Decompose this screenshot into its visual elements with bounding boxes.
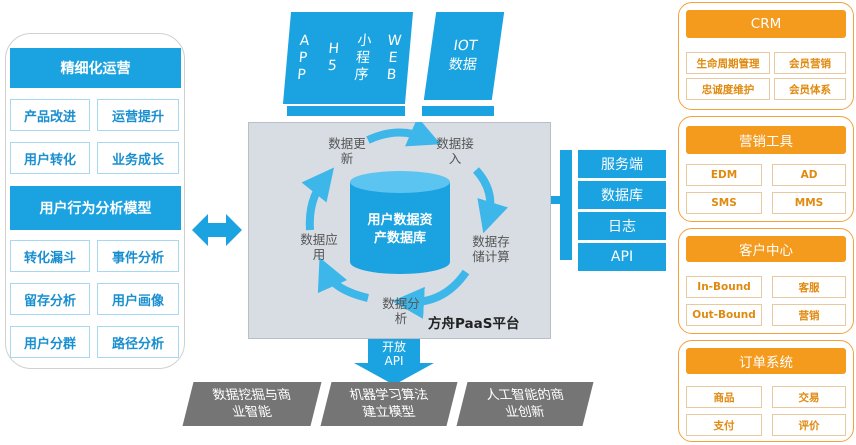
database-label: 用户数据资产数据库 (367, 213, 433, 246)
streams-connector-bar (560, 150, 572, 260)
cycle-storage-label: 数据存储计算 (472, 234, 510, 264)
database-cylinder-icon (350, 171, 450, 274)
conversion-funnel-box: 转化漏斗 (10, 240, 90, 272)
output-ai-innovation: 人工智能的商业创新 (456, 382, 594, 426)
cycle-update-label: 数据更新 (328, 136, 366, 166)
order-transaction-box: 交易 (772, 386, 846, 408)
output-machine-learning: 机器学习算法建立模型 (320, 382, 458, 426)
service-customer-service-box: 客服 (772, 276, 846, 298)
output-data-mining: 数据挖掘与商业智能 (182, 382, 322, 426)
fine-operation-header: 精细化运营 (10, 48, 181, 88)
platform-title: 方舟PaaS平台 (428, 316, 520, 332)
service-marketing-box: 营销 (772, 304, 846, 326)
marketing-sms-box: SMS (686, 192, 762, 214)
marketing-ad-box: AD (772, 164, 846, 186)
behavior-model-header: 用户行为分析模型 (10, 186, 181, 230)
double-arrow-icon (192, 214, 242, 246)
user-profile-box: 用户画像 (97, 283, 179, 315)
sources-base-bar (287, 106, 405, 116)
stream-log: 日志 (578, 212, 666, 240)
stream-server: 服务端 (578, 150, 666, 178)
marketing-tools-header: 营销工具 (686, 126, 846, 154)
order-payment-box: 支付 (686, 414, 762, 436)
path-analysis-box: 路径分析 (97, 326, 179, 358)
user-conversion-box: 用户转化 (10, 142, 90, 174)
service-inbound-box: In-Bound (686, 276, 762, 298)
cycle-arrows (301, 122, 508, 319)
order-product-box: 商品 (686, 386, 762, 408)
retention-analysis-box: 留存分析 (10, 283, 90, 315)
streams-connector-stub (551, 196, 561, 204)
down-arrow-icon (354, 339, 434, 385)
service-outbound-box: Out-Bound (686, 304, 762, 326)
marketing-edm-box: EDM (686, 164, 762, 186)
cycle-ingest-label: 数据接入 (436, 136, 474, 166)
cycle-apply-label: 数据应用 (300, 232, 338, 262)
stream-database: 数据库 (578, 181, 666, 209)
operation-improvement-box: 运营提升 (97, 99, 179, 131)
event-analysis-box: 事件分析 (97, 240, 179, 272)
customer-center-header: 客户中心 (686, 236, 846, 262)
stream-api: API (578, 243, 666, 271)
crm-member-system-box: 会员体系 (774, 78, 846, 100)
crm-member-marketing-box: 会员营销 (774, 52, 846, 74)
marketing-mms-box: MMS (772, 192, 846, 214)
order-system-header: 订单系统 (686, 348, 846, 374)
product-improvement-box: 产品改进 (10, 99, 90, 131)
order-review-box: 评价 (772, 414, 846, 436)
crm-lifecycle-box: 生命周期管理 (686, 52, 770, 74)
crm-header: CRM (686, 10, 846, 38)
crm-loyalty-box: 忠诚度维护 (686, 78, 770, 100)
user-segmentation-box: 用户分群 (10, 326, 90, 358)
cycle-analysis-label: 数据分析 (382, 296, 420, 326)
business-growth-box: 业务成长 (97, 142, 179, 174)
iot-base-bar (422, 106, 494, 116)
